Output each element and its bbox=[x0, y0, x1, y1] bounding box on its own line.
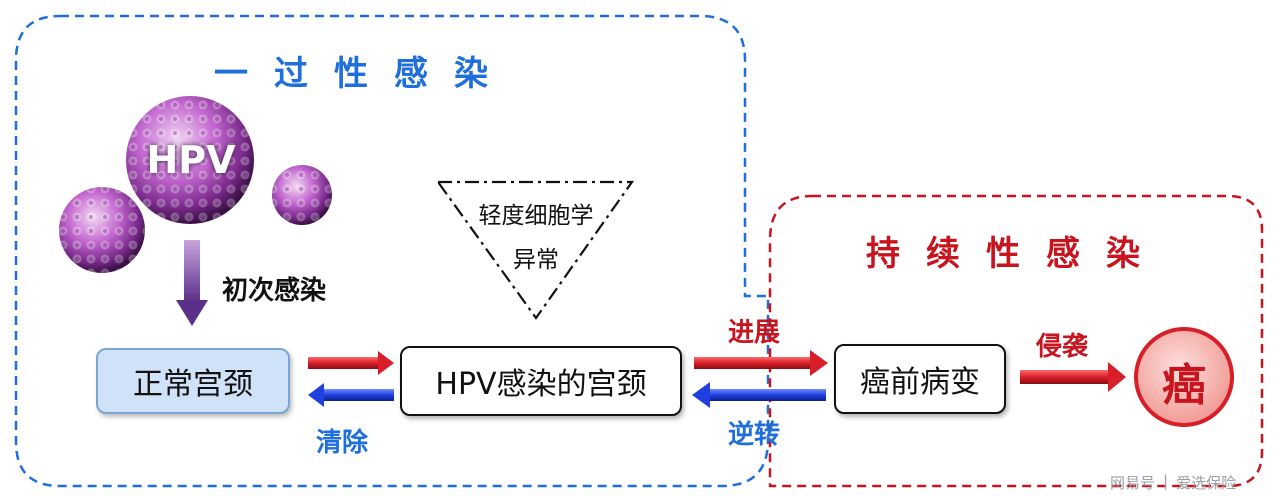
to-infection-arrow bbox=[308, 351, 394, 375]
virus-small bbox=[272, 165, 332, 225]
virus-left bbox=[59, 187, 145, 273]
triangle-outline bbox=[435, 180, 635, 320]
transient-region-outline bbox=[14, 14, 770, 488]
triangle-text-line2: 异常 bbox=[513, 247, 559, 273]
progression-label: 进展 bbox=[728, 318, 781, 348]
cancer-circle bbox=[1134, 327, 1234, 427]
cancer-label: 癌 bbox=[1162, 360, 1206, 411]
reversal-arrow bbox=[692, 382, 826, 408]
persistent-region-title: 持续性感染 bbox=[866, 234, 1166, 274]
watermark-separator: | bbox=[1163, 472, 1169, 490]
watermark-account: 爱选保险 bbox=[1176, 474, 1237, 492]
hpv-infected-cervix-box: HPV感染的宫颈 bbox=[400, 346, 682, 416]
reversal-label: 逆转 bbox=[728, 420, 781, 450]
initial-infection-label: 初次感染 bbox=[222, 276, 327, 306]
virus-label: HPV bbox=[146, 138, 236, 182]
initial-infection-arrow bbox=[176, 240, 208, 326]
watermark-source: 网易号 bbox=[1110, 474, 1156, 492]
persistent-region-outline bbox=[768, 194, 1264, 488]
precancerous-lesion-box: 癌前病变 bbox=[834, 344, 1006, 414]
virus-large bbox=[126, 96, 254, 224]
watermark: 网易号 | 爱选保险 bbox=[1110, 472, 1236, 493]
progression-arrow bbox=[694, 350, 828, 376]
invasion-label: 侵袭 bbox=[1036, 332, 1089, 362]
normal-cervix-box: 正常宫颈 bbox=[96, 348, 290, 414]
transient-region-title: 一过性感染 bbox=[214, 54, 514, 94]
clearance-arrow bbox=[308, 383, 394, 407]
triangle-text-line1: 轻度细胞学 bbox=[478, 203, 594, 229]
invasion-arrow bbox=[1020, 362, 1126, 392]
clearance-label: 清除 bbox=[316, 428, 369, 458]
